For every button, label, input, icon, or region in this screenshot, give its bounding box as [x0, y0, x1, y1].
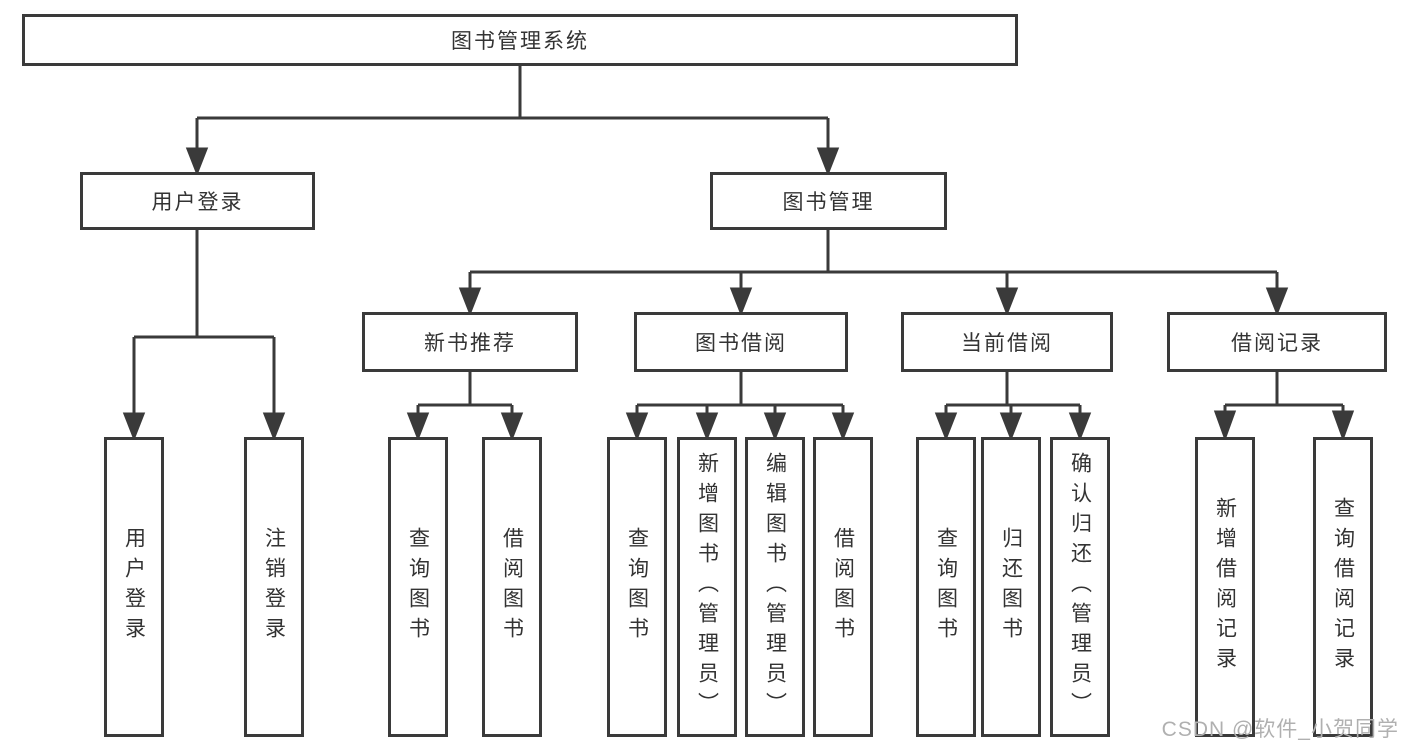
leaf-query-books: 查询图书: [388, 437, 448, 737]
connector-borrow-record-to-leaves: [1213, 372, 1355, 442]
node-library-management-system: 图书管理系统: [22, 14, 1018, 66]
arrowhead-icon: [1213, 410, 1237, 442]
arrowhead-icon: [185, 147, 209, 177]
connector-book-borrow-to-leaves: [625, 372, 855, 442]
node-new-book-recommendation: 新书推荐: [362, 312, 578, 372]
leaf-add-books-admin: 新增图书（管理员）: [677, 437, 737, 737]
node-borrowing-records: 借阅记录: [1167, 312, 1387, 372]
connector-root-to-level2: [185, 66, 840, 177]
node-user-login: 用户登录: [80, 172, 315, 230]
node-book-borrowing: 图书借阅: [634, 312, 848, 372]
leaf-query-borrow-record: 查询借阅记录: [1313, 437, 1373, 737]
connector-new-book-to-leaves: [406, 372, 524, 442]
node-book-management: 图书管理: [710, 172, 947, 230]
arrowhead-icon: [695, 412, 719, 442]
leaf-confirm-return-admin: 确认归还（管理员）: [1050, 437, 1110, 737]
arrowhead-icon: [999, 412, 1023, 442]
csdn-watermark: CSDN @软件_小贺同学: [1161, 718, 1399, 741]
arrowhead-icon: [763, 412, 787, 442]
leaf-borrow-books: 借阅图书: [813, 437, 873, 737]
arrowhead-icon: [625, 412, 649, 442]
connector-book-mgmt-to-level3: [458, 230, 1289, 317]
node-current-borrowing: 当前借阅: [901, 312, 1113, 372]
connector-user-login-to-leaves: [122, 230, 286, 442]
leaf-logout: 注销登录: [244, 437, 304, 737]
arrowhead-icon: [934, 412, 958, 442]
arrowhead-icon: [122, 412, 146, 442]
arrowhead-icon: [1265, 287, 1289, 317]
arrowhead-icon: [816, 147, 840, 177]
leaf-query-books: 查询图书: [916, 437, 976, 737]
arrowhead-icon: [831, 412, 855, 442]
arrowhead-icon: [995, 287, 1019, 317]
arrowhead-icon: [500, 412, 524, 442]
leaf-return-books: 归还图书: [981, 437, 1041, 737]
leaf-borrow-books: 借阅图书: [482, 437, 542, 737]
leaf-add-borrow-record: 新增借阅记录: [1195, 437, 1255, 737]
arrowhead-icon: [1331, 410, 1355, 442]
arrowhead-icon: [406, 412, 430, 442]
arrowhead-icon: [1068, 412, 1092, 442]
connector-current-borrow-to-leaves: [934, 372, 1092, 442]
arrowhead-icon: [729, 287, 753, 317]
arrowhead-icon: [458, 287, 482, 317]
arrowhead-icon: [262, 412, 286, 442]
leaf-query-books: 查询图书: [607, 437, 667, 737]
leaf-edit-books-admin: 编辑图书（管理员）: [745, 437, 805, 737]
leaf-user-login: 用户登录: [104, 437, 164, 737]
